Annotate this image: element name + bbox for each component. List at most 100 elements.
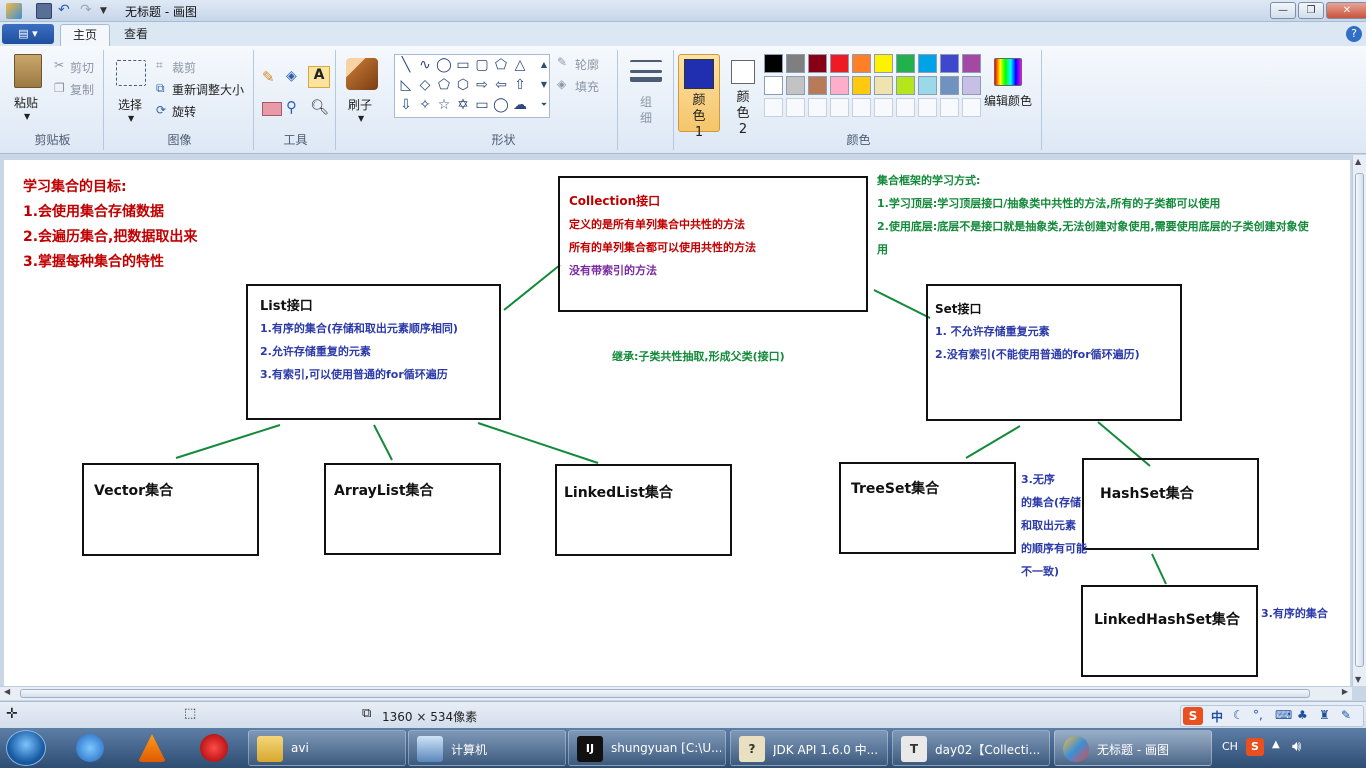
ime-toolbar[interactable]: S 中 ☾ °, ⌨ ♣ ♜ ✎: [1180, 705, 1364, 727]
resize-button[interactable]: 重新调整大小: [172, 83, 245, 97]
select-dropdown-icon[interactable]: ▼: [128, 114, 135, 123]
polygon-shape-icon[interactable]: ⬠: [494, 57, 508, 73]
scroll-down-icon[interactable]: ▼: [1355, 675, 1362, 684]
line-shape-icon[interactable]: ╲: [401, 57, 411, 73]
ime-skin-icon[interactable]: ♣: [1297, 708, 1308, 722]
horizontal-scroll-thumb[interactable]: [20, 689, 1310, 698]
palette-custom-swatch[interactable]: [918, 98, 937, 117]
palette-color-swatch[interactable]: [852, 54, 871, 73]
redo-icon[interactable]: ↷: [80, 2, 92, 18]
right-triangle-shape-icon[interactable]: ◺: [400, 77, 412, 93]
palette-color-swatch[interactable]: [808, 54, 827, 73]
left-arrow-shape-icon[interactable]: ⇦: [495, 77, 507, 93]
five-point-star-shape-icon[interactable]: ☆: [437, 97, 451, 113]
palette-custom-swatch[interactable]: [896, 98, 915, 117]
copy-button[interactable]: 复制: [70, 83, 95, 97]
palette-color-swatch[interactable]: [874, 76, 893, 95]
paint-menu-button[interactable]: ▤ ▾: [2, 24, 54, 44]
ime-halfwidth-icon[interactable]: ☾: [1233, 708, 1244, 722]
palette-custom-swatch[interactable]: [852, 98, 871, 117]
minimize-button[interactable]: —: [1270, 2, 1296, 19]
palette-color-swatch[interactable]: [940, 76, 959, 95]
hexagon-shape-icon[interactable]: ⬡: [456, 77, 470, 93]
ime-punctuation-icon[interactable]: °,: [1253, 708, 1263, 722]
palette-color-swatch[interactable]: [918, 76, 937, 95]
up-arrow-shape-icon[interactable]: ⇧: [514, 77, 526, 93]
gallery-scroll-down-icon[interactable]: ▼: [540, 80, 548, 89]
curve-shape-icon[interactable]: ∿: [419, 57, 431, 73]
taskbar-item-typora[interactable]: T day02【Collecti...: [892, 730, 1050, 766]
select-button[interactable]: 选择: [118, 98, 143, 112]
volume-icon[interactable]: 🔊︎: [1292, 737, 1302, 755]
brushes-button[interactable]: 刷子: [348, 98, 373, 112]
palette-custom-swatch[interactable]: [830, 98, 849, 117]
rectangle-shape-icon[interactable]: ▭: [456, 57, 470, 73]
palette-color-swatch[interactable]: [830, 54, 849, 73]
color-picker-icon[interactable]: ⚲: [286, 98, 297, 116]
select-icon[interactable]: [116, 60, 146, 86]
vertical-scroll-thumb[interactable]: [1355, 173, 1364, 667]
palette-color-swatch[interactable]: [940, 54, 959, 73]
taskbar-item-intellij[interactable]: IJ shungyuan [C:\U...: [568, 730, 726, 766]
color1-button[interactable]: 颜色 1: [678, 54, 720, 140]
vertical-scrollbar[interactable]: ▲ ▼: [1352, 155, 1366, 686]
scroll-left-icon[interactable]: ◀: [4, 687, 11, 696]
paste-dropdown-icon[interactable]: ▼: [24, 112, 31, 121]
tab-view[interactable]: 查看: [124, 27, 149, 41]
vlc-icon[interactable]: [138, 734, 166, 762]
ime-toolbox-icon[interactable]: ♜: [1319, 708, 1330, 722]
taskbar-item-avi[interactable]: avi: [248, 730, 406, 766]
color2-button[interactable]: 颜色 2: [722, 54, 764, 137]
close-button[interactable]: ✕: [1326, 2, 1366, 19]
eraser-icon[interactable]: [262, 102, 282, 116]
palette-color-swatch[interactable]: [896, 54, 915, 73]
scroll-up-icon[interactable]: ▲: [1355, 157, 1362, 166]
drawing-canvas[interactable]: 学习集合的目标: 1.会使用集合存储数据 2.会遍历集合,把数据取出来 3.掌握…: [4, 160, 1350, 686]
oval-callout-shape-icon[interactable]: ◯: [493, 97, 509, 113]
right-arrow-shape-icon[interactable]: ⇨: [476, 77, 488, 93]
size-icon[interactable]: [630, 60, 662, 82]
outline-button[interactable]: 轮廓: [575, 58, 600, 72]
edit-colors-icon[interactable]: [994, 58, 1022, 86]
palette-color-swatch[interactable]: [786, 54, 805, 73]
scroll-right-icon[interactable]: ▶: [1341, 687, 1348, 696]
palette-color-swatch[interactable]: [852, 76, 871, 95]
palette-color-swatch[interactable]: [830, 76, 849, 95]
rect-callout-shape-icon[interactable]: ▭: [475, 97, 489, 113]
tab-home[interactable]: 主页: [60, 24, 111, 46]
palette-custom-swatch[interactable]: [764, 98, 783, 117]
palette-custom-swatch[interactable]: [808, 98, 827, 117]
undo-icon[interactable]: ↶: [58, 2, 70, 18]
size-button[interactable]: 组细: [640, 95, 653, 125]
palette-color-swatch[interactable]: [896, 76, 915, 95]
cloud-callout-shape-icon[interactable]: ☁: [513, 97, 527, 113]
taskbar-item-paint[interactable]: 无标题 - 画图: [1054, 730, 1212, 766]
palette-custom-swatch[interactable]: [962, 98, 981, 117]
diamond-shape-icon[interactable]: ◇: [419, 77, 431, 93]
pencil-icon[interactable]: ✎: [262, 68, 275, 86]
show-hidden-icons-icon[interactable]: ▲: [1272, 739, 1280, 750]
language-indicator[interactable]: CH: [1222, 740, 1238, 753]
maximize-button[interactable]: ❐: [1298, 2, 1324, 19]
crop-button[interactable]: 裁剪: [172, 61, 197, 75]
palette-custom-swatch[interactable]: [786, 98, 805, 117]
help-icon[interactable]: ?: [1346, 26, 1362, 42]
cut-button[interactable]: 剪切: [70, 61, 95, 75]
sogou-tray-icon[interactable]: S: [1246, 738, 1264, 756]
rounded-rectangle-shape-icon[interactable]: ▢: [475, 57, 489, 73]
oval-shape-icon[interactable]: ◯: [436, 57, 452, 73]
taskbar-item-computer[interactable]: 计算机: [408, 730, 566, 766]
triangle-shape-icon[interactable]: △: [514, 57, 526, 73]
ie-icon[interactable]: [76, 734, 104, 762]
palette-color-swatch[interactable]: [764, 76, 783, 95]
palette-color-swatch[interactable]: [874, 54, 893, 73]
horizontal-scrollbar[interactable]: ◀ ▶: [0, 686, 1352, 700]
ime-chinese-icon[interactable]: 中: [1211, 710, 1224, 724]
palette-custom-swatch[interactable]: [874, 98, 893, 117]
paste-button[interactable]: 粘贴: [14, 96, 39, 110]
ime-settings-icon[interactable]: ✎: [1341, 708, 1352, 722]
palette-color-swatch[interactable]: [962, 76, 981, 95]
taskbar-item-jdk-api[interactable]: ? JDK API 1.6.0 中...: [730, 730, 888, 766]
paste-icon[interactable]: [14, 54, 42, 88]
brushes-dropdown-icon[interactable]: ▼: [358, 114, 365, 123]
